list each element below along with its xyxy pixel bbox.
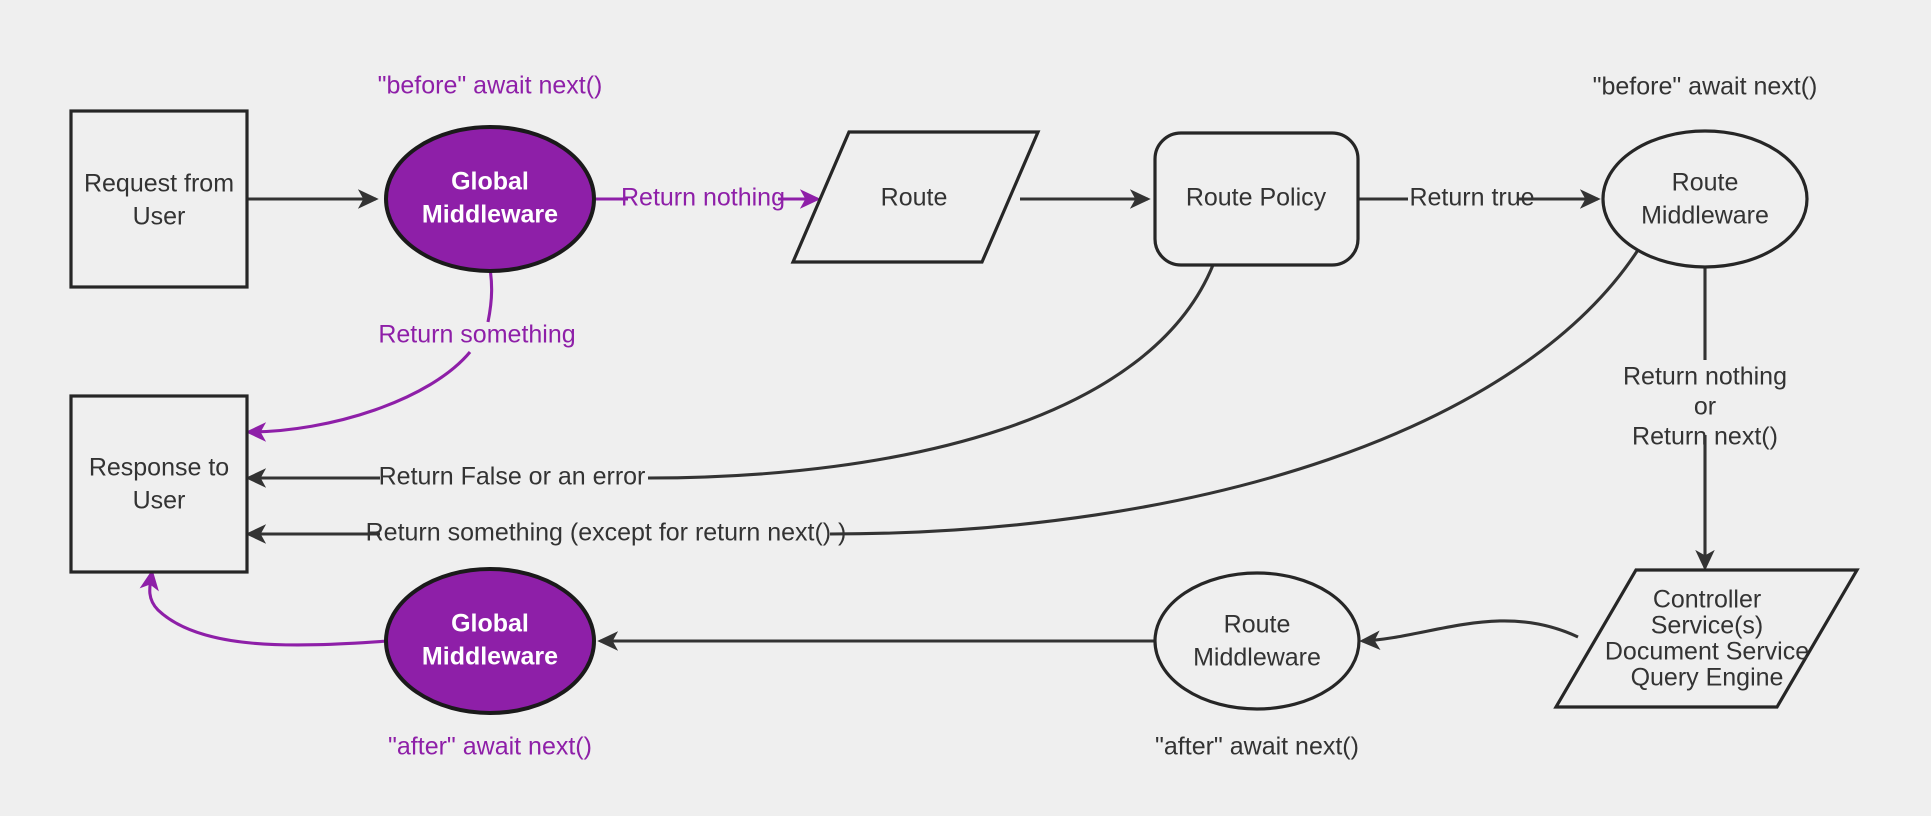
request-from-user-label-line2: User xyxy=(133,203,186,231)
edge-label-return-something: Return something xyxy=(378,321,575,349)
controller-services-label-line4: Query Engine xyxy=(1631,664,1784,692)
annotation-after-await-next-left: "after" await next() xyxy=(388,733,592,761)
edge-controller-to-route-middleware-bottom xyxy=(1359,619,1579,650)
controller-services-parallelogram xyxy=(1553,568,1860,709)
route-middleware-bottom-label-line1: Route xyxy=(1224,611,1291,639)
edge-label-return-nothing-or-line1: Return nothing xyxy=(1623,363,1787,391)
route-middleware-bottom-label-line2: Middleware xyxy=(1193,644,1321,672)
route-middleware-bottom-ellipse xyxy=(1153,571,1361,711)
controller-services-label-line2: Service(s) xyxy=(1651,612,1764,640)
controller-services-label-line1: Controller xyxy=(1653,586,1761,614)
request-from-user-rect xyxy=(69,109,249,289)
edge-route-policy-to-response xyxy=(647,264,1215,480)
response-to-user-label-line2: User xyxy=(133,487,186,515)
response-to-user-rect xyxy=(69,394,249,574)
edge-global-middleware-return-something-lower xyxy=(245,351,472,442)
response-to-user-label-line1: Response to xyxy=(89,454,229,482)
annotation-before-await-next-left: "before" await next() xyxy=(378,72,603,100)
edge-label-return-something-except: Return something (except for return next… xyxy=(366,519,847,547)
edge-label-return-false-or-error: Return False or an error xyxy=(379,463,646,491)
controller-services-label-line3: Document Service xyxy=(1605,638,1809,666)
node-controller-services[interactable]: Controller Service(s) Document Service Q… xyxy=(1553,568,1860,709)
global-middleware-bottom-ellipse xyxy=(384,567,596,715)
global-middleware-bottom-label-line1: Global xyxy=(451,610,529,638)
node-route[interactable]: Route xyxy=(790,130,1041,264)
annotation-after-await-next-right: "after" await next() xyxy=(1155,733,1359,761)
node-response-to-user[interactable]: Response to User xyxy=(69,394,249,574)
route-middleware-top-ellipse xyxy=(1601,129,1809,269)
edge-label-return-nothing-or-line2: or xyxy=(1694,393,1716,421)
request-from-user-label-line1: Request from xyxy=(84,170,234,198)
edge-route-middleware-to-response xyxy=(829,249,1640,536)
global-middleware-bottom-label-line2: Middleware xyxy=(422,643,558,671)
global-middleware-top-label-line1: Global xyxy=(451,168,529,196)
edge-global-middleware-bottom-to-response xyxy=(139,569,389,647)
route-parallelogram xyxy=(790,130,1041,264)
node-route-middleware-top[interactable]: Route Middleware xyxy=(1601,129,1809,269)
edge-label-return-nothing-or-line3: Return next() xyxy=(1632,423,1778,451)
route-middleware-top-label-line1: Route xyxy=(1672,169,1739,197)
node-global-middleware-top[interactable]: Global Middleware xyxy=(384,125,596,273)
global-middleware-top-ellipse xyxy=(384,125,596,273)
edge-label-return-nothing: Return nothing xyxy=(621,184,785,212)
node-route-middleware-bottom[interactable]: Route Middleware xyxy=(1153,571,1361,711)
route-policy-label: Route Policy xyxy=(1186,184,1327,212)
node-route-policy[interactable]: Route Policy xyxy=(1153,131,1360,267)
edge-label-return-true: Return true xyxy=(1409,184,1534,212)
annotation-before-await-next-right: "before" await next() xyxy=(1593,73,1818,101)
route-label: Route xyxy=(881,184,948,212)
route-policy-rect xyxy=(1153,131,1360,267)
node-request-from-user[interactable]: Request from User xyxy=(69,109,249,289)
node-global-middleware-bottom[interactable]: Global Middleware xyxy=(384,567,596,715)
route-middleware-top-label-line2: Middleware xyxy=(1641,202,1769,230)
global-middleware-top-label-line2: Middleware xyxy=(422,201,558,229)
